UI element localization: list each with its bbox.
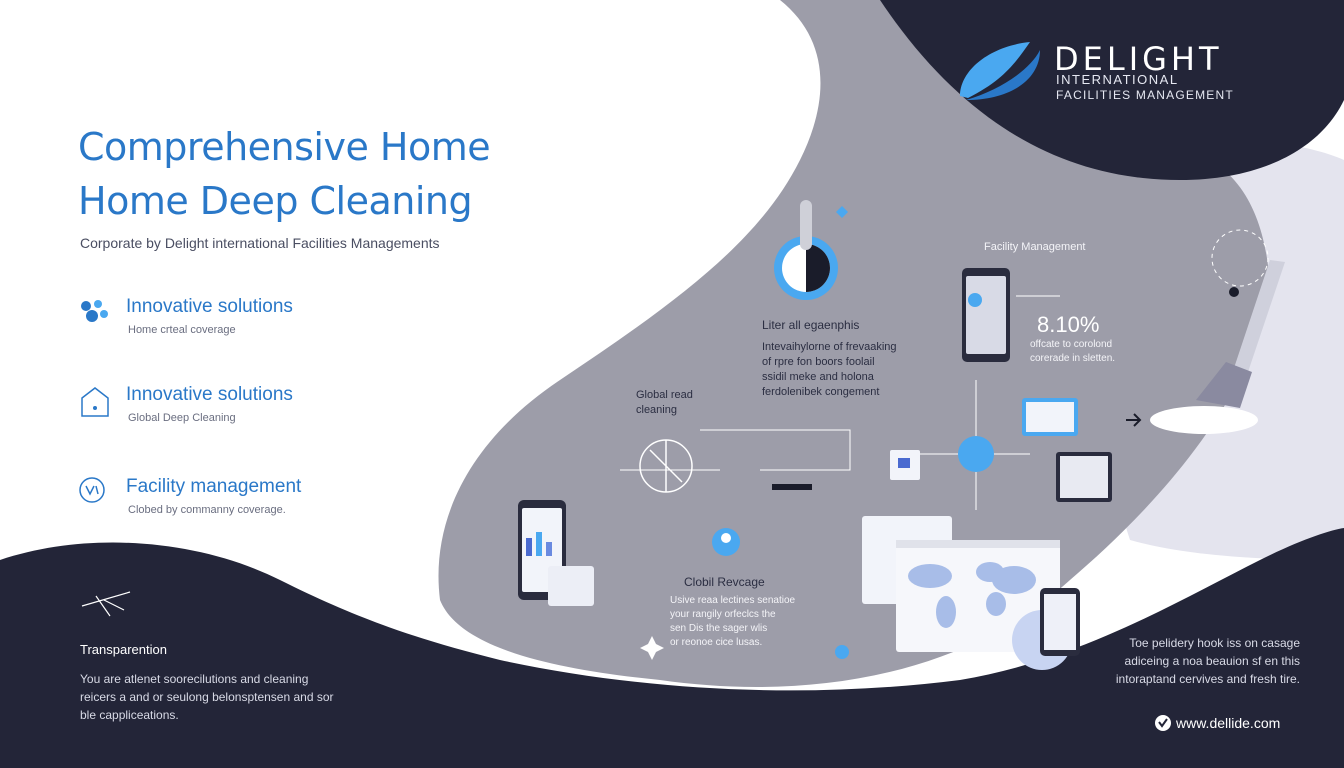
home-icon <box>81 387 109 417</box>
feature-item-2: Innovative solutions Global Deep Cleanin… <box>78 384 418 434</box>
center-line: ssidil meke and holona <box>762 371 874 383</box>
feature-title: Innovative solutions <box>126 296 293 317</box>
coverage-line: your rangily orfeclcs the <box>670 609 776 620</box>
global-read-line: Global read <box>636 389 693 401</box>
bottom-navy-shape <box>0 528 1344 768</box>
title-line-2: Home Deep Cleaning <box>78 179 473 223</box>
brand-tagline-2: FACILITIES MANAGEMENT <box>1056 88 1234 102</box>
website-url: www.dellide.com <box>1176 715 1281 731</box>
brand-logo: DELIGHT INTERNATIONAL FACILITIES MANAGEM… <box>956 40 1286 106</box>
policy-line: Toe pelidery hook iss on casage <box>1129 636 1300 650</box>
transparency-title: Transparention <box>80 642 167 657</box>
page-title: Comprehensive Home Home Deep Cleaning <box>78 120 491 228</box>
transparency-line: You are atlenet soorecilutions and clean… <box>80 672 309 686</box>
logo-mark-icon <box>960 42 1040 100</box>
page-subtitle: Corporate by Delight international Facil… <box>80 235 440 251</box>
feature-item-3: Facility management Clobed by commanny c… <box>78 476 418 526</box>
network-icon <box>81 300 108 322</box>
feature-item-1: Innovative solutions Home crteal coverag… <box>78 296 418 346</box>
hub-node-icon <box>958 436 994 472</box>
policy-text: Toe pelidery hook iss on casage adiceing… <box>1116 634 1300 688</box>
brush-icon <box>800 200 812 250</box>
transparency-line: reicers a and or seulong belonsptensen a… <box>80 690 334 704</box>
feature-subtitle: Home crteal coverage <box>128 324 236 336</box>
facility-label: Facility Management <box>984 241 1086 253</box>
policy-line: intoraptand cervives and fresh tire. <box>1115 672 1300 686</box>
sun-icon <box>835 645 849 659</box>
robot-vacuum-graphic <box>639 439 693 493</box>
sparkle-icon <box>836 206 848 218</box>
sparkle-icon-2 <box>640 636 664 660</box>
facility-stat-line: offcate to corolond <box>1030 339 1113 350</box>
center-line: Intevaihylorne of frevaaking <box>762 341 897 353</box>
facility-stat-text: offcate to corolond corerade in sletten. <box>1030 338 1115 366</box>
decor-lines-icon <box>81 591 131 617</box>
coverage-text: Usive reaa lectines senatioe your rangil… <box>670 594 795 650</box>
gray-blob-shape <box>438 0 1270 687</box>
center-line: of rpre fon boors foolail <box>762 356 875 368</box>
coverage-title: Clobil Revcage <box>684 575 765 589</box>
facility-stat: 8.10% <box>1037 312 1100 337</box>
brand-name: DELIGHT <box>1054 40 1223 78</box>
feature-title: Innovative solutions <box>126 384 293 405</box>
feature-subtitle: Clobed by commanny coverage. <box>128 504 286 516</box>
facility-stat-line: corerade in sletten. <box>1030 353 1116 364</box>
brand-tagline-1: INTERNATIONAL <box>1056 72 1179 87</box>
policy-line: adiceing a noa beauion sf en this <box>1124 654 1300 668</box>
center-line: ferdolenibek congement <box>762 386 880 398</box>
feature-subtitle: Global Deep Cleaning <box>128 412 236 424</box>
global-read-label: Global read cleaning <box>636 388 693 418</box>
circle-logo-icon <box>79 477 105 503</box>
world-map-icon <box>908 562 1048 628</box>
global-read-line: cleaning <box>636 404 677 416</box>
coverage-line: Usive reaa lectines senatioe <box>670 595 796 606</box>
coverage-line: or reonoe cice lusas. <box>670 637 763 648</box>
connector-lines <box>620 380 1030 510</box>
feature-title: Facility management <box>126 476 302 497</box>
center-block-title: Liter all egaenphis <box>762 318 860 332</box>
title-line-1: Comprehensive Home <box>78 125 491 169</box>
device-box-graphic <box>548 566 594 606</box>
coverage-line: sen Dis the sager wlis <box>670 623 768 634</box>
mop-graphic <box>1126 229 1285 434</box>
transparency-text: You are atlenet soorecilutions and clean… <box>80 670 334 724</box>
heart-check-icon <box>1155 715 1171 731</box>
transparency-line: ble cappliceations. <box>80 708 179 722</box>
center-block-text: Intevaihylorne of frevaaking of rpre fon… <box>762 340 897 400</box>
top-navy-shape <box>880 0 1344 180</box>
